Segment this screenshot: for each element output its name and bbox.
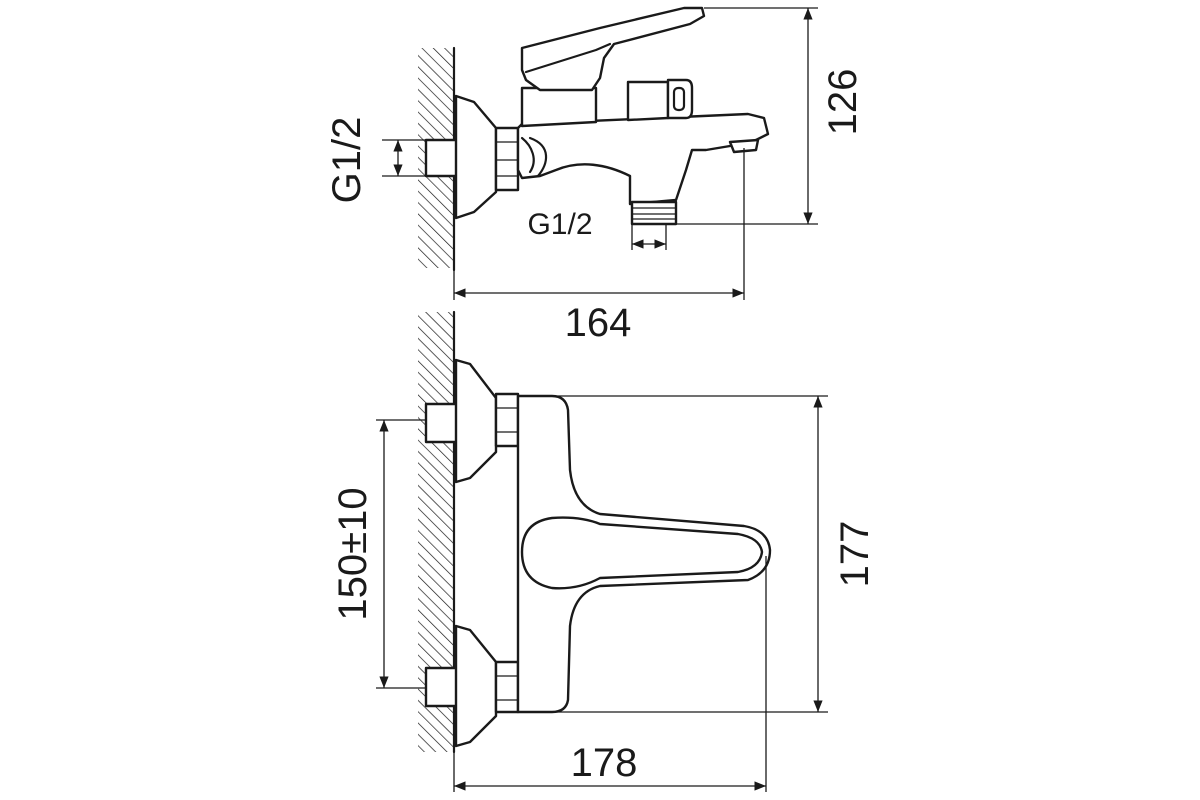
lever-handle-top: [520, 516, 764, 590]
projection-dimension-label: 164: [565, 301, 632, 345]
diverter-ring-side: [666, 78, 694, 120]
inlet-thread-label: G1/2: [325, 117, 369, 204]
wall-flange-top-lower: [454, 624, 498, 748]
diverter-knob-side: [626, 80, 670, 122]
hex-nut-top-upper: [494, 392, 520, 448]
outlet-thread-label: G1/2: [527, 208, 592, 241]
outlet-thread-side: [630, 200, 678, 226]
lever-handle-side: [520, 6, 706, 92]
width-dimension-label: 178: [571, 741, 638, 785]
wall-flange-top-upper: [454, 358, 498, 484]
hex-nut-top-lower: [494, 660, 520, 714]
depth-dimension-label: 177: [833, 521, 877, 588]
aerator-side: [728, 138, 760, 154]
mixer-body-side: [516, 112, 770, 206]
center-distance-label: 150±10: [331, 487, 375, 620]
side-view: G1/2 G1/2 126 164: [325, 6, 865, 345]
eccentric-pipe-top-upper: [424, 402, 460, 444]
cartridge-housing-side: [520, 86, 598, 128]
hex-nut-side: [494, 126, 520, 192]
wall-flange-side: [454, 94, 498, 220]
eccentric-pipe-top-lower: [424, 666, 460, 708]
top-view: 150±10 177 178: [331, 310, 877, 792]
height-dimension-label: 126: [821, 69, 865, 136]
